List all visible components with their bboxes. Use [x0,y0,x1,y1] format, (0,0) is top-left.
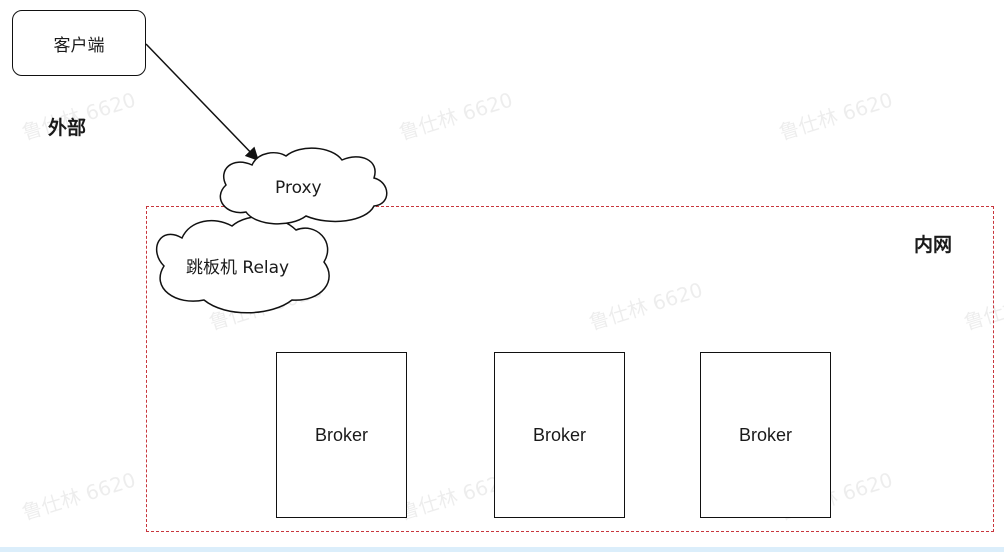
external-label: 外部 [48,117,87,139]
bottom-bar [0,547,1004,552]
broker-label: Broker [738,424,792,445]
internal-network-zone [146,206,994,532]
client-label: 客户端 [53,35,105,56]
broker-node-2: Broker [494,352,625,518]
relay-cloud [155,215,330,314]
client-node: 客户端 [12,10,146,76]
broker-label: Broker [532,424,586,445]
proxy-cloud [219,147,388,225]
broker-label: Broker [314,424,368,445]
broker-node-1: Broker [276,352,407,518]
proxy-label: Proxy [275,178,322,198]
relay-label: 跳板机 Relay [186,258,290,278]
broker-node-3: Broker [700,352,831,518]
internal-network-label: 内网 [914,234,953,256]
client-to-proxy-arrow [145,43,259,161]
